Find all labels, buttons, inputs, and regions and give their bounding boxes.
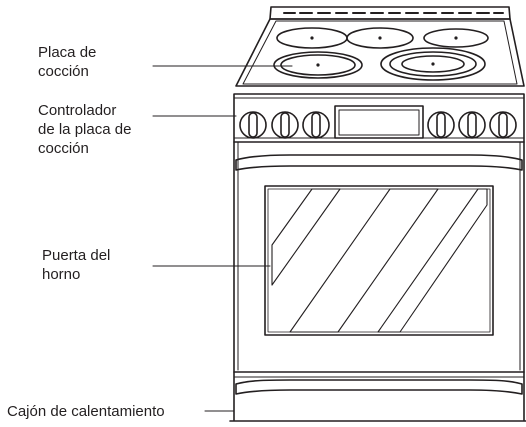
burner-rear-right — [423, 28, 489, 48]
burner-rear-left — [276, 27, 348, 49]
display-window — [334, 105, 424, 139]
oven-window — [264, 185, 494, 336]
knob-left-2-icon — [271, 111, 299, 139]
burner-front-left — [273, 51, 363, 79]
cooktop-label: Placa de cocción — [38, 44, 97, 80]
cooktop — [235, 6, 525, 87]
warming-drawer-label: Cajón de calentamiento — [7, 403, 165, 420]
oven-body — [229, 141, 526, 422]
oven-door-handle — [235, 154, 523, 171]
knob-right-1-icon — [427, 111, 455, 139]
knob-left-1-icon — [239, 111, 267, 139]
burner-rear-center — [346, 27, 414, 49]
drawer-handle — [235, 379, 523, 395]
knob-right-3-icon — [489, 111, 517, 139]
window-reflection — [271, 188, 488, 333]
burner-front-right — [380, 47, 486, 81]
leader-lines — [152, 65, 293, 412]
control-panel — [233, 93, 525, 143]
knob-left-3-icon — [302, 111, 330, 139]
knob-right-2-icon — [458, 111, 486, 139]
cooktop-controls-label: Controlador de la placa de cocción — [38, 102, 132, 157]
oven-door-label: Puerta del horno — [42, 247, 111, 283]
cooktop-surface — [235, 18, 525, 87]
warming-drawer — [233, 376, 525, 395]
